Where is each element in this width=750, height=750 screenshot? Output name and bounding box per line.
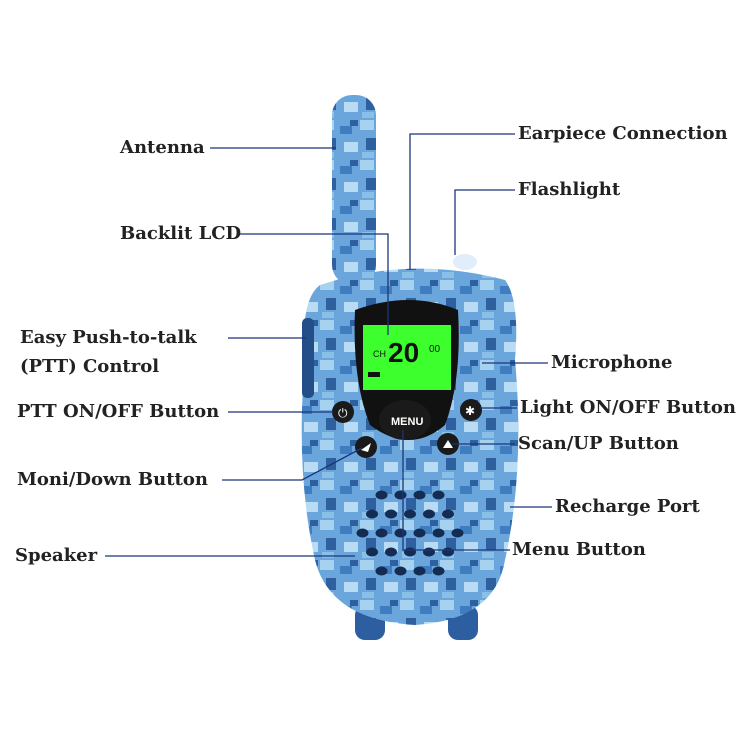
speaker-hole [394, 490, 407, 500]
speaker-hole [366, 547, 378, 557]
lcd-ch: CH [373, 349, 386, 359]
lcd-sub: 00 [429, 344, 441, 355]
speaker-hole [394, 566, 407, 576]
speaker-hole [413, 490, 426, 500]
speaker-hole [423, 509, 435, 519]
speaker-hole [451, 528, 464, 538]
label-recharge: Recharge Port [555, 496, 700, 517]
speaker-hole [423, 547, 435, 557]
speaker-hole [375, 528, 388, 538]
speaker-hole [385, 509, 397, 519]
label-moni-down: Moni/Down Button [17, 469, 208, 490]
speaker-hole [442, 509, 454, 519]
lcd-channel: 20 [388, 337, 419, 368]
ptt-side-control[interactable] [302, 318, 314, 398]
speaker-hole [375, 566, 388, 576]
down-arrow-icon [361, 443, 371, 452]
speaker-hole [432, 490, 445, 500]
speaker-hole [404, 547, 416, 557]
up-arrow-icon [443, 440, 453, 448]
label-ptt-control-2: (PTT) Control [20, 356, 160, 377]
label-backlit-lcd: Backlit LCD [120, 223, 242, 244]
label-scan-up: Scan/UP Button [518, 433, 679, 454]
speaker-hole [366, 509, 378, 519]
light-button[interactable] [460, 399, 482, 421]
flashlight [453, 254, 477, 270]
label-speaker: Speaker [15, 545, 98, 566]
speaker-hole [375, 490, 388, 500]
lcd-screen [363, 325, 451, 390]
menu-label: MENU [391, 416, 423, 428]
label-light-button: Light ON/OFF Button [520, 397, 736, 418]
label-menu-button: Menu Button [512, 539, 646, 560]
label-flashlight: Flashlight [518, 179, 621, 200]
speaker-hole [404, 509, 416, 519]
speaker-hole [413, 566, 426, 576]
label-microphone: Microphone [551, 352, 673, 373]
power-icon: ⏻ [338, 406, 348, 420]
menu-button[interactable] [379, 400, 431, 440]
leader-lines [105, 133, 552, 557]
speaker-hole [442, 547, 454, 557]
speaker-hole [413, 528, 426, 538]
label-earpiece: Earpiece Connection [518, 123, 728, 144]
label-ptt-button: PTT ON/OFF Button [17, 401, 220, 422]
speaker-hole [432, 528, 445, 538]
battery-icon [368, 372, 380, 377]
speaker-hole [385, 547, 397, 557]
label-ptt-control-1: Easy Push-to-talk [20, 327, 197, 348]
speaker-grille [356, 490, 464, 576]
antenna [332, 95, 376, 285]
ptt-power-button[interactable] [332, 401, 354, 423]
speaker-hole [432, 566, 445, 576]
label-antenna: Antenna [120, 137, 205, 158]
speaker-hole [356, 528, 369, 538]
lightbulb-icon: ✱ [465, 404, 475, 418]
speaker-hole [394, 528, 407, 538]
